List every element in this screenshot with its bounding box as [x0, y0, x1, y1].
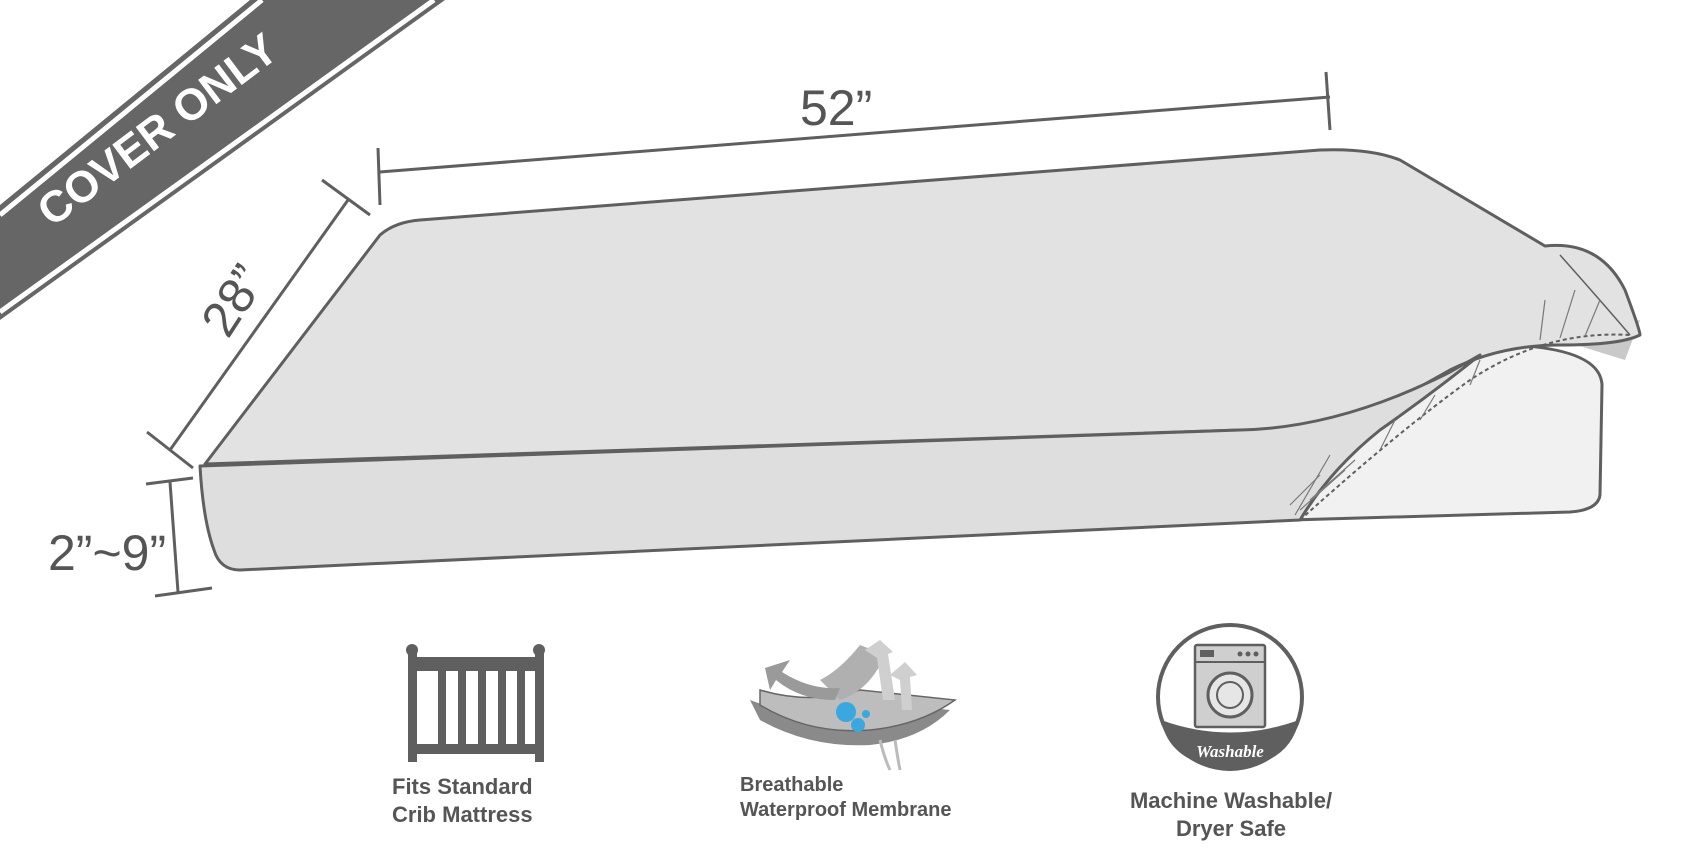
depth-label: 2”~9” [48, 525, 166, 581]
width-label: 28” [190, 255, 276, 346]
width-dimension [146, 178, 371, 470]
feature-crib-line1: Fits Standard [392, 774, 533, 799]
crib-icon [406, 644, 545, 762]
washing-machine-icon: Washable [1156, 623, 1304, 771]
feature-washable-line1: Machine Washable/ [1129, 788, 1333, 813]
feature-membrane-line2: Waterproof Membrane [740, 799, 952, 821]
mattress-cover [198, 148, 1642, 572]
feature-membrane-line1: Breathable [740, 774, 844, 796]
length-label: 52” [800, 80, 872, 136]
washable-badge: Washable [1196, 742, 1264, 761]
feature-washable: Machine Washable/ Dryer Safe [1105, 787, 1357, 842]
breathable-membrane-icon [750, 640, 958, 771]
feature-washable-line2: Dryer Safe [1175, 815, 1287, 841]
depth-dimension [145, 476, 213, 598]
feature-membrane: Breathable Waterproof Membrane [740, 773, 952, 823]
feature-crib: Fits Standard Crib Mattress [392, 773, 533, 828]
feature-crib-line2: Crib Mattress [392, 801, 533, 827]
length-dimension [376, 71, 1332, 206]
